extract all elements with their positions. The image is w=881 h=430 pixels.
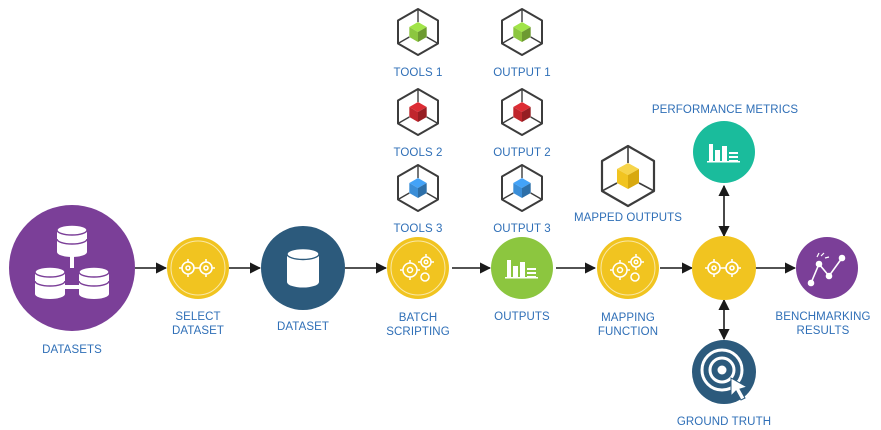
mapping-function-node <box>597 237 659 299</box>
batch-scripting-label-line1: BATCH <box>398 312 438 324</box>
tool-output-hexagons <box>397 8 543 212</box>
benchmarking-results-label: BENCHMARKING RESULTS <box>767 310 879 338</box>
gears-icon <box>400 254 434 282</box>
tools-3-label: TOOLS 3 <box>393 223 443 235</box>
output-1-label: OUTPUT 1 <box>493 67 551 79</box>
performance-metrics-node <box>693 121 755 183</box>
select-dataset-label-line2: DATASET <box>171 325 225 337</box>
cube-icon-tools-2 <box>397 88 439 136</box>
output-3-label: OUTPUT 3 <box>493 223 551 235</box>
mapping-function-label-line1: MAPPING <box>601 312 655 324</box>
datasets-node <box>9 205 135 331</box>
cube-icon-tools-1 <box>397 8 439 56</box>
select-dataset-node <box>167 237 229 299</box>
ground-truth-label: GROUND TRUTH <box>676 416 772 428</box>
dataset-node <box>261 226 345 310</box>
tools-2-label: TOOLS 2 <box>393 147 443 159</box>
mapping-function-label: MAPPING FUNCTION <box>583 311 673 339</box>
outputs-label: OUTPUTS <box>494 311 550 323</box>
bar-chart-icon <box>505 260 538 279</box>
database-icon <box>286 247 320 288</box>
benchmarking-results-label-line2: RESULTS <box>796 325 850 337</box>
gears-icon <box>705 259 741 277</box>
cube-icon-output-3 <box>501 164 543 212</box>
select-dataset-label: SELECT DATASET <box>153 310 243 338</box>
cube-icon-tools-3 <box>397 164 439 212</box>
mapped-outputs-label: MAPPED OUTPUTS <box>573 212 683 224</box>
line-chart-icon <box>807 252 846 287</box>
cube-icon <box>600 144 656 208</box>
outputs-node <box>491 237 553 299</box>
performance-metrics-label: PERFORMANCE METRICS <box>651 104 799 116</box>
cube-icon-output-2 <box>501 88 543 136</box>
datasets-label: DATASETS <box>42 344 102 356</box>
tools-1-label: TOOLS 1 <box>393 67 443 79</box>
batch-scripting-label-line2: SCRIPTING <box>386 326 450 338</box>
bar-chart-icon <box>707 144 740 163</box>
aggregator-node <box>692 236 756 300</box>
mapping-function-label-line2: FUNCTION <box>597 326 659 338</box>
batch-scripting-node <box>387 237 449 299</box>
cube-icon-output-1 <box>501 8 543 56</box>
ground-truth-node <box>692 340 756 404</box>
flow-arrows <box>135 184 797 341</box>
select-dataset-label-line1: SELECT <box>175 311 221 323</box>
gears-icon <box>610 254 644 282</box>
target-cursor-icon <box>700 348 749 401</box>
gears-icon <box>179 259 215 277</box>
dataset-label: DATASET <box>276 321 330 333</box>
benchmarking-results-node <box>796 237 858 299</box>
benchmarking-results-label-line1: BENCHMARKING <box>775 311 871 323</box>
output-2-label: OUTPUT 2 <box>493 147 551 159</box>
mapped-outputs-node <box>600 144 656 208</box>
batch-scripting-label: BATCH SCRIPTING <box>373 311 463 339</box>
database-cluster-icon <box>34 224 110 299</box>
